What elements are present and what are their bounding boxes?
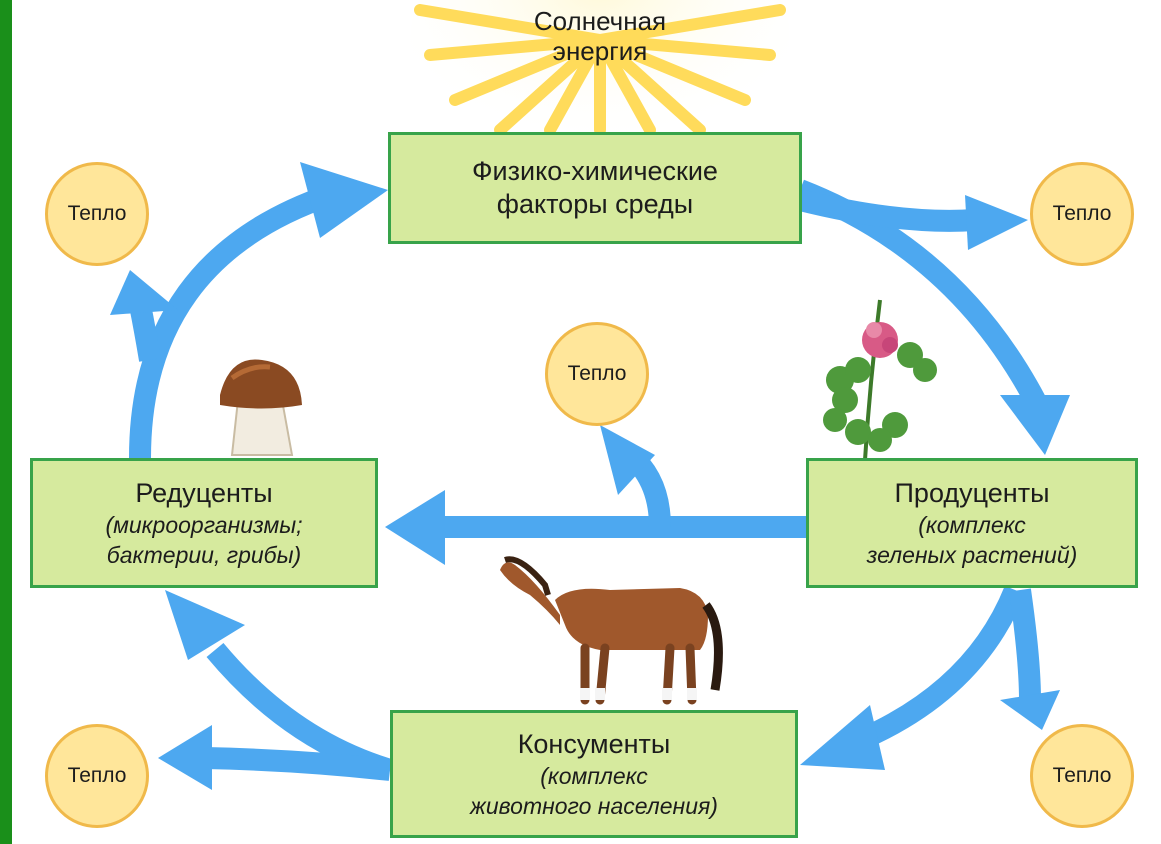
reducers-box: Редуценты (микроорганизмы; бактерии, гри… [30, 458, 378, 588]
mushroom-icon [220, 359, 302, 456]
reducers-title: Редуценты [135, 477, 273, 508]
heat-circle-bottom-right: Тепло [1030, 724, 1134, 828]
reducers-sub2: бактерии, грибы) [106, 541, 302, 568]
arrow-consumers-to-heat [204, 747, 392, 781]
sun-icon [410, 0, 790, 170]
env-line1: Физико-химические [472, 156, 718, 186]
flow-arrows [129, 179, 1045, 781]
solar-energy-line1: Солнечная [533, 6, 667, 36]
consumers-sub1: (комплекс [540, 762, 648, 789]
arrow-reducers-to-env [129, 184, 334, 459]
heat-label: Тепло [1052, 764, 1112, 787]
producers-box: Продуценты (комплекс зеленых растений) [806, 458, 1138, 588]
consumers-sub2: животного населения) [470, 792, 718, 819]
consumers-title: Консументы [517, 728, 671, 759]
solar-energy-label: Солнечная энергия [500, 6, 700, 66]
heat-circle-top-left: Тепло [45, 162, 149, 266]
arrow-producers-to-heat [1009, 588, 1041, 701]
heat-label: Тепло [67, 202, 127, 225]
arrow-env-to-heat [797, 189, 976, 232]
horse-icon [500, 556, 723, 705]
heat-circle-top-right: Тепло [1030, 162, 1134, 266]
producers-sub1: (комплекс [918, 511, 1026, 538]
heat-label: Тепло [67, 764, 127, 787]
arrow-reducers-to-heat [129, 302, 161, 362]
producers-title: Продуценты [894, 477, 1050, 508]
arrow-heads [110, 162, 1070, 790]
heat-circle-bottom-left: Тепло [45, 724, 149, 828]
heat-circle-middle: Тепло [545, 322, 649, 426]
arrow-producers-to-consumers [855, 585, 1026, 751]
env-factors-box: Физико-химические факторы среды [388, 132, 802, 244]
solar-energy-line2: энергия [552, 36, 648, 66]
clover-icon [823, 299, 937, 461]
heat-label: Тепло [1052, 202, 1112, 225]
env-line2: факторы среды [496, 189, 694, 219]
left-edge-bar [0, 0, 12, 844]
producers-sub2: зеленых растений) [866, 541, 1078, 568]
consumers-box: Консументы (комплекс животного населения… [390, 710, 798, 838]
heat-label: Тепло [567, 362, 627, 385]
reducers-sub1: (микроорганизмы; [105, 511, 303, 538]
